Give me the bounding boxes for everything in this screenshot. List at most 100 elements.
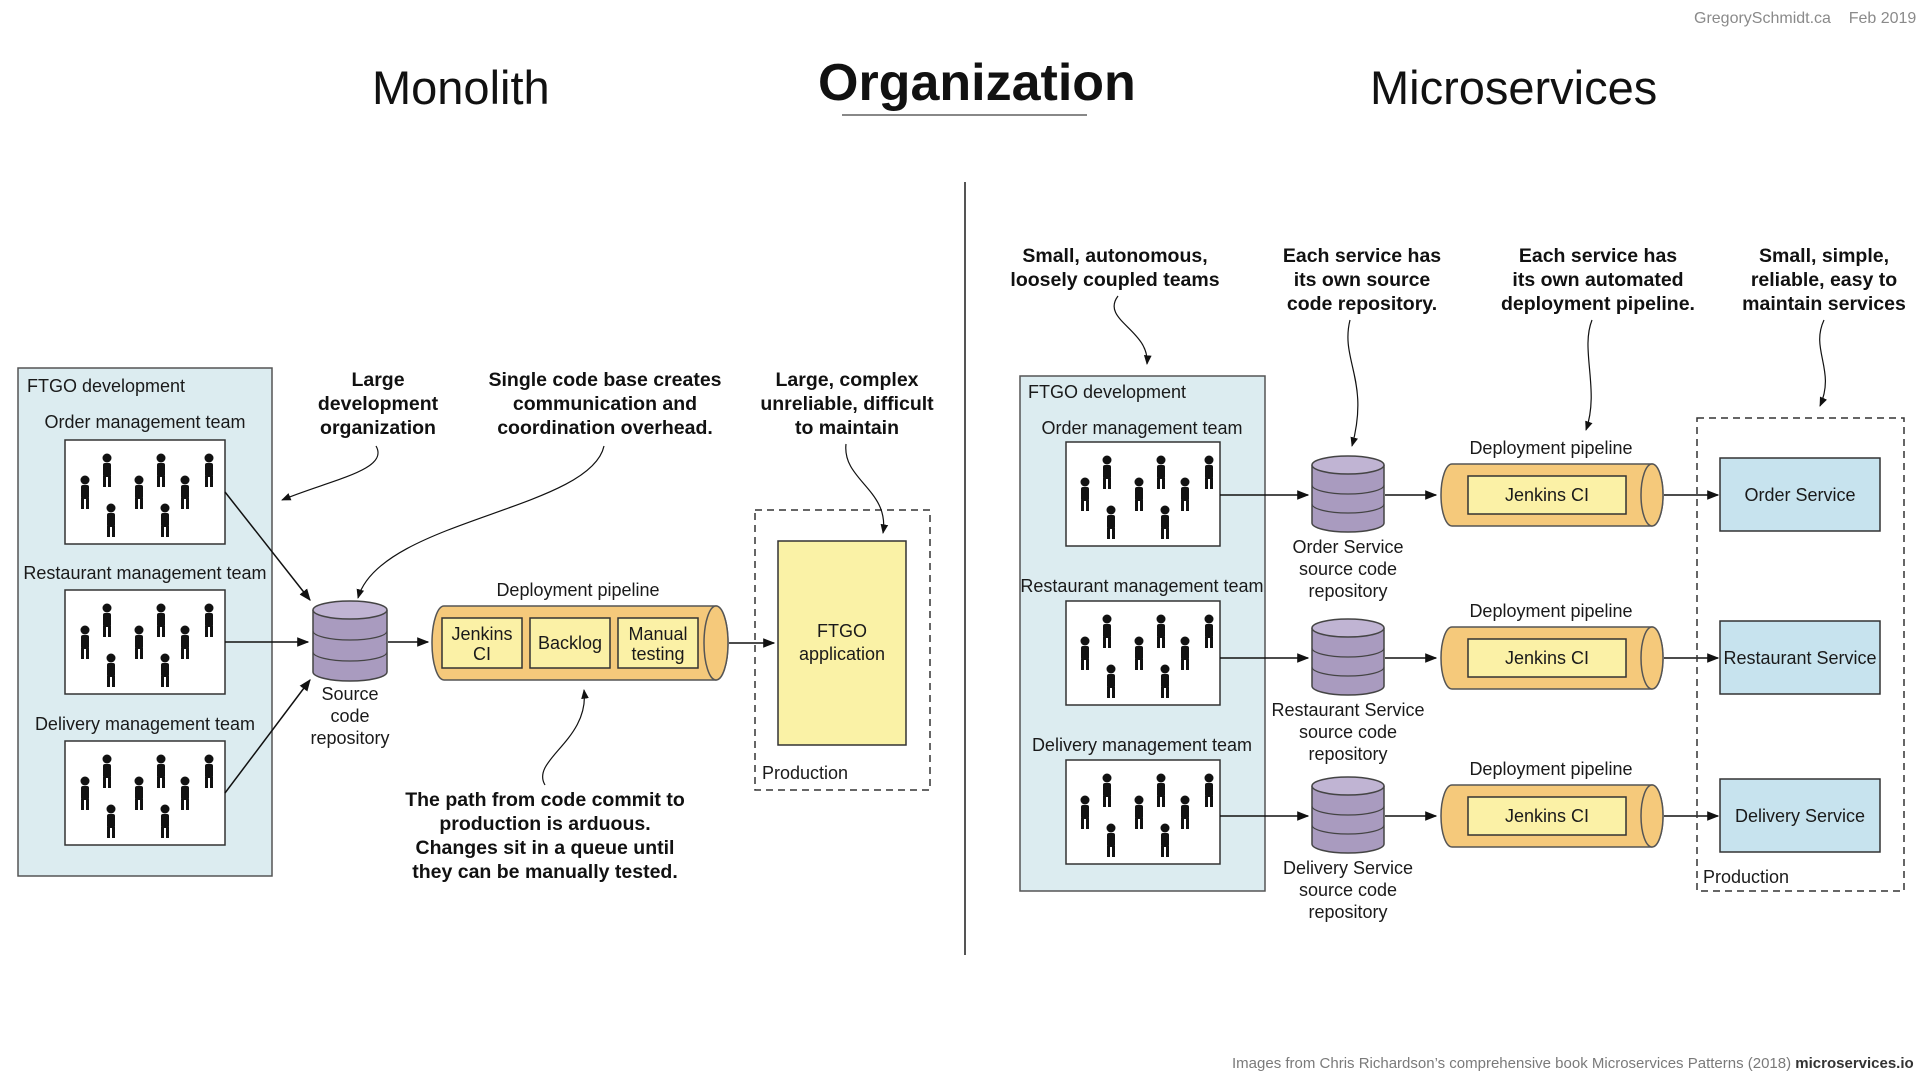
microservices-diagram: FTGO development Order management team R…: [1010, 245, 1906, 922]
service-label: Delivery Service: [1735, 806, 1865, 826]
order-service-box: [1719, 457, 1881, 532]
microservices-heading: Microservices: [1370, 61, 1658, 114]
stage-label: Jenkins CI: [1505, 806, 1589, 826]
repo-label-line: Order Service: [1292, 537, 1403, 557]
monolith-team-box-delivery: [64, 740, 226, 846]
stage-backlog: [529, 617, 611, 669]
ftgo-application-box: [777, 540, 907, 746]
svg-text:Large, complex: Large, complex: [775, 369, 918, 391]
stage-label: Jenkins CI: [1505, 485, 1589, 505]
stage-label: Jenkins CI: [1505, 648, 1589, 668]
title-underline: [842, 114, 1087, 116]
micro-team-label-restaurant: Restaurant management team: [1020, 576, 1263, 596]
repo-label-line: source code: [1299, 880, 1397, 900]
monolith-team-label-order: Order management team: [44, 412, 245, 432]
stage-jenkins-ci: [441, 617, 523, 669]
monolith-team-label-delivery: Delivery management team: [35, 714, 255, 734]
repo-label-line: source code: [1299, 722, 1397, 742]
stage-label: Backlog: [538, 633, 602, 653]
repo-label-line: repository: [310, 728, 389, 748]
svg-text:its own source: its own source: [1294, 269, 1431, 291]
footer-text: Images from Chris Richardson’s comprehen…: [1232, 1055, 1796, 1072]
svg-text:maintain services: maintain services: [1742, 293, 1906, 315]
micro-pipeline-label: Deployment pipeline: [1469, 759, 1632, 779]
callout-small-teams: Small, autonomous, loosely coupled teams: [1010, 245, 1220, 365]
svg-text:Single code base creates: Single code base creates: [488, 369, 721, 391]
micro-production-zone: [1696, 417, 1905, 892]
monolith-production-zone: [754, 509, 931, 791]
svg-text:production is arduous.: production is arduous.: [439, 813, 650, 835]
restaurant-service-box: [1719, 620, 1881, 695]
callout-own-repo: Each service has its own source code rep…: [1283, 245, 1441, 447]
footer-site[interactable]: microservices.io: [1795, 1055, 1914, 1072]
page-title: Organization: [818, 54, 1136, 112]
svg-text:they can be manually tested.: they can be manually tested.: [412, 861, 678, 883]
app-label: application: [799, 644, 885, 664]
section-divider: [964, 182, 966, 955]
monolith-team-label-restaurant: Restaurant management team: [23, 563, 266, 583]
monolith-pipeline-label: Deployment pipeline: [496, 580, 659, 600]
svg-text:deployment pipeline.: deployment pipeline.: [1501, 293, 1695, 315]
repo-label-line: repository: [1308, 581, 1387, 601]
monolith-team-box-restaurant: [64, 589, 226, 695]
micro-production-label: Production: [1703, 867, 1789, 887]
svg-text:loosely coupled teams: loosely coupled teams: [1010, 269, 1219, 291]
svg-text:communication and: communication and: [513, 393, 697, 415]
callout-large-complex: Large, complex unreliable, difficult to …: [760, 369, 934, 534]
svg-text:to maintain: to maintain: [795, 417, 899, 439]
svg-text:Each service has: Each service has: [1283, 245, 1441, 267]
order-repo-icon: [1311, 455, 1385, 533]
svg-text:code repository.: code repository.: [1287, 293, 1437, 315]
repo-label-line: code: [330, 706, 369, 726]
svg-text:unreliable, difficult: unreliable, difficult: [760, 393, 934, 415]
svg-text:organization: organization: [320, 417, 436, 439]
stage-manual-testing: [617, 617, 699, 669]
svg-text:Each service has: Each service has: [1519, 245, 1677, 267]
stage-label: Jenkins: [451, 624, 512, 644]
micro-team-label-order: Order management team: [1041, 418, 1242, 438]
restaurant-jenkins-ci: [1467, 638, 1627, 678]
repo-label-line: Restaurant Service: [1271, 700, 1424, 720]
monolith-source-repo-icon: [312, 600, 388, 682]
credit-top: GregorySchmidt.ca Feb 2019: [1694, 10, 1917, 27]
svg-text:Changes sit in a queue until: Changes sit in a queue until: [416, 837, 675, 859]
footer-credit: Images from Chris Richardson’s comprehen…: [1232, 1055, 1914, 1072]
monolith-diagram: FTGO development Order management team R…: [17, 367, 934, 883]
svg-text:its own automated: its own automated: [1512, 269, 1683, 291]
svg-text:development: development: [318, 393, 439, 415]
micro-pipeline-label: Deployment pipeline: [1469, 601, 1632, 621]
micro-team-label-delivery: Delivery management team: [1032, 735, 1252, 755]
svg-text:coordination overhead.: coordination overhead.: [497, 417, 713, 439]
monolith-team-box-order: [64, 439, 226, 545]
svg-text:Large: Large: [351, 369, 404, 391]
app-label: FTGO: [817, 621, 867, 641]
monolith-panel-title: FTGO development: [27, 376, 185, 396]
svg-text:Small, autonomous,: Small, autonomous,: [1022, 245, 1207, 267]
service-label: Restaurant Service: [1723, 648, 1876, 668]
callout-simple-services: Small, simple, reliable, easy to maintai…: [1742, 245, 1906, 407]
service-label: Order Service: [1744, 485, 1855, 505]
repo-label-line: Delivery Service: [1283, 858, 1413, 878]
monolith-heading: Monolith: [372, 61, 550, 114]
micro-panel-title: FTGO development: [1028, 382, 1186, 402]
monolith-production-label: Production: [762, 763, 848, 783]
order-jenkins-ci: [1467, 475, 1627, 515]
repo-label-line: repository: [1308, 902, 1387, 922]
svg-text:The path from code commit to: The path from code commit to: [405, 789, 685, 811]
stage-label: Manual: [628, 624, 687, 644]
delivery-service-box: [1719, 778, 1881, 853]
svg-text:reliable, easy to: reliable, easy to: [1751, 269, 1897, 291]
stage-label: testing: [631, 644, 684, 664]
repo-label-line: source code: [1299, 559, 1397, 579]
delivery-repo-icon: [1311, 776, 1385, 854]
repo-label-line: repository: [1308, 744, 1387, 764]
delivery-jenkins-ci: [1467, 796, 1627, 836]
callout-single-code-base: Single code base creates communication a…: [356, 369, 722, 599]
callout-own-pipeline: Each service has its own automated deplo…: [1501, 245, 1695, 431]
callout-arduous-path: The path from code commit to production …: [405, 689, 685, 883]
svg-text:Small, simple,: Small, simple,: [1759, 245, 1889, 267]
restaurant-repo-icon: [1311, 618, 1385, 696]
callout-large-org: Large development organization: [281, 369, 439, 501]
stage-label: CI: [473, 644, 491, 664]
